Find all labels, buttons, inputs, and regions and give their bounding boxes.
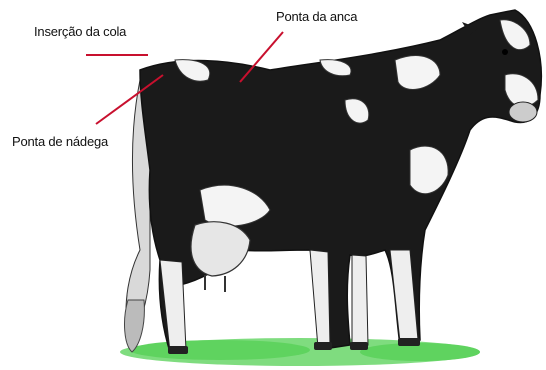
label-ponta-da-anca: Ponta da anca <box>276 9 357 24</box>
cow-udder <box>191 222 250 292</box>
label-insercao-da-cola: Inserção da cola <box>34 24 126 39</box>
label-ponta-de-nadega: Ponta de nádega <box>12 134 108 149</box>
